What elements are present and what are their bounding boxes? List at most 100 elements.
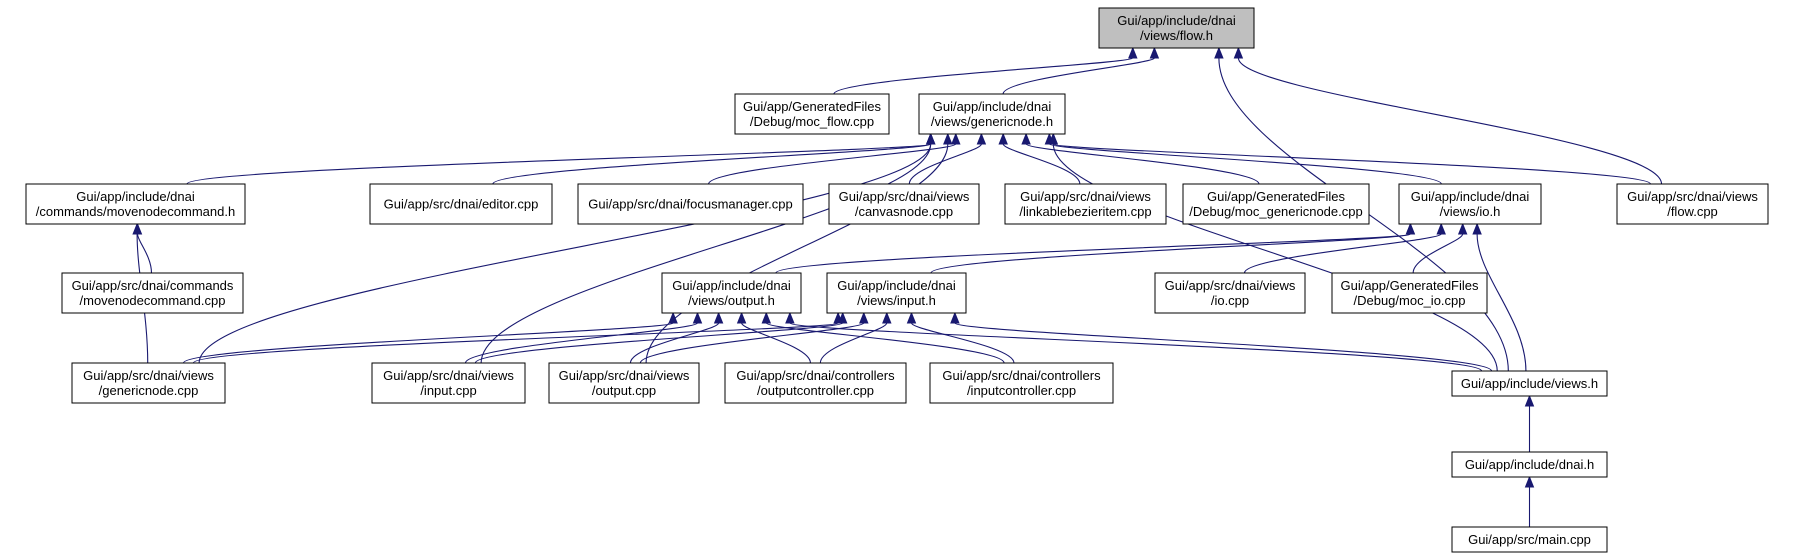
node-movenodecommand-h[interactable]: Gui/app/include/dnai/commands/movenodeco…: [25, 183, 246, 225]
node-editor-cpp[interactable]: Gui/app/src/dnai/editor.cpp: [369, 183, 553, 225]
node-label-line: Gui/app/include/dnai: [837, 278, 956, 293]
node-main-cpp[interactable]: Gui/app/src/main.cpp: [1451, 526, 1608, 553]
edge-main_cpp-to-dnai_h: [1524, 475, 1535, 527]
node-label-line: Gui/app/include/dnai.h: [1465, 457, 1594, 472]
edge-views_h-to-genericnode_h: [1048, 132, 1498, 372]
node-input-h[interactable]: Gui/app/include/dnai/views/input.h: [826, 272, 967, 314]
node-linkablebezieritem-cpp[interactable]: Gui/app/src/dnai/views/linkablebezierite…: [1004, 183, 1167, 225]
edge-line: [1025, 143, 1260, 185]
arrowhead-icon: [906, 311, 917, 324]
arrowhead-icon: [1048, 132, 1059, 145]
node-box: [1398, 183, 1542, 225]
node-box: [1451, 451, 1608, 478]
node-inputcontroller-cpp[interactable]: Gui/app/src/dnai/controllers/inputcontro…: [929, 362, 1114, 404]
edge-line: [833, 57, 1134, 95]
node-dnai-h[interactable]: Gui/app/include/dnai.h: [1451, 451, 1608, 478]
node-label-line: Gui/app/include/dnai: [76, 189, 195, 204]
node-movenodecommand-cpp[interactable]: Gui/app/src/dnai/commands/movenodecomman…: [61, 272, 244, 314]
edge-line: [1243, 233, 1442, 274]
edge-flow_cpp-to-genericnode_h: [1048, 132, 1652, 185]
node-box: [61, 272, 244, 314]
node-label-line: /views/input.h: [857, 293, 936, 308]
edge-io_cpp-to-io_h: [1243, 222, 1446, 274]
node-box: [1004, 183, 1167, 225]
edge-line: [1002, 143, 1081, 185]
edge-views_h-to-input_h: [950, 311, 1493, 372]
edge-line: [954, 322, 1493, 372]
node-label-line: Gui/app/src/dnai/views: [83, 368, 214, 383]
node-flow-h[interactable]: Gui/app/include/dnai/views/flow.h: [1098, 7, 1255, 49]
node-label-line: /genericnode.cpp: [99, 383, 199, 398]
edge-canvasnode_cpp-to-genericnode_h: [908, 132, 987, 185]
node-canvasnode-cpp[interactable]: Gui/app/src/dnai/views/canvasnode.cpp: [828, 183, 980, 225]
node-label-line: Gui/app/src/dnai/focusmanager.cpp: [588, 197, 793, 212]
arrowhead-icon: [1405, 222, 1416, 235]
node-box: [826, 272, 967, 314]
edge-line: [1237, 57, 1663, 185]
node-label-line: Gui/app/src/dnai/controllers: [736, 368, 895, 383]
edge-line: [910, 322, 1015, 364]
edge-line: [708, 143, 957, 185]
edge-linkablebezieritem_cpp-to-genericnode_h: [998, 132, 1081, 185]
arrowhead-icon: [950, 311, 960, 324]
node-box: [828, 183, 980, 225]
edge-line: [464, 322, 699, 364]
node-label-line: Gui/app/src/dnai/commands: [72, 278, 234, 293]
edge-input_cpp-to-output_h: [464, 311, 703, 364]
node-views-h[interactable]: Gui/app/include/views.h: [1451, 370, 1608, 397]
edge-output_cpp-to-input_h: [639, 311, 869, 364]
node-io-cpp[interactable]: Gui/app/src/dnai/views/io.cpp: [1154, 272, 1306, 314]
node-genericnode-cpp[interactable]: Gui/app/src/dnai/views/genericnode.cpp: [71, 362, 226, 404]
arrowhead-icon: [1472, 222, 1482, 235]
edge-line: [1048, 143, 1442, 185]
node-box: [661, 272, 802, 314]
node-label-line: /input.cpp: [420, 383, 476, 398]
node-label-line: Gui/app/GeneratedFiles: [743, 99, 882, 114]
edge-moc_genericnode-to-genericnode_h: [1021, 132, 1260, 185]
node-box: [1451, 370, 1608, 397]
arrowhead-icon: [736, 311, 747, 324]
arrowhead-icon: [1214, 46, 1224, 59]
node-flow-cpp[interactable]: Gui/app/src/dnai/views/flow.cpp: [1616, 183, 1769, 225]
arrowhead-icon: [1021, 132, 1031, 145]
node-label-line: Gui/app/include/dnai: [1117, 13, 1236, 28]
node-output-h[interactable]: Gui/app/include/dnai/views/output.h: [661, 272, 802, 314]
edge-focusmanager_cpp-to-genericnode_h: [708, 132, 961, 185]
edge-genericnode_cpp-to-output_h: [182, 311, 678, 364]
node-label-line: Gui/app/src/dnai/views: [1020, 189, 1151, 204]
arrowhead-icon: [859, 311, 869, 324]
node-box: [1616, 183, 1769, 225]
node-io-h[interactable]: Gui/app/include/dnai/views/io.h: [1398, 183, 1542, 225]
edge-line: [639, 322, 865, 364]
arrowhead-icon: [837, 311, 848, 324]
node-moc-genericnode[interactable]: Gui/app/GeneratedFiles/Debug/moc_generic…: [1182, 183, 1370, 225]
node-box: [724, 362, 907, 404]
edge-line: [741, 322, 812, 364]
node-box: [929, 362, 1114, 404]
edge-views_h-to-output_h: [785, 311, 1483, 372]
node-label-line: Gui/app/src/dnai/views: [383, 368, 514, 383]
node-label-line: /movenodecommand.cpp: [80, 293, 226, 308]
edge-line: [765, 322, 1005, 364]
node-moc-io[interactable]: Gui/app/GeneratedFiles/Debug/moc_io.cpp: [1331, 272, 1488, 314]
node-box: [25, 183, 246, 225]
node-label-line: Gui/app/src/dnai/views: [559, 368, 690, 383]
node-output-cpp[interactable]: Gui/app/src/dnai/views/output.cpp: [548, 362, 700, 404]
node-label-line: Gui/app/include/dnai: [1411, 189, 1530, 204]
node-label-line: /Debug/moc_io.cpp: [1353, 293, 1465, 308]
node-genericnode-h[interactable]: Gui/app/include/dnai/views/genericnode.h: [918, 93, 1066, 135]
edge-line: [930, 233, 1411, 274]
node-outputcontroller-cpp[interactable]: Gui/app/src/dnai/controllers/outputcontr…: [724, 362, 907, 404]
edge-line: [182, 322, 674, 364]
node-focusmanager-cpp[interactable]: Gui/app/src/dnai/focusmanager.cpp: [577, 183, 804, 225]
node-box: [1182, 183, 1370, 225]
edge-output_h-to-io_h: [775, 222, 1416, 274]
node-input-cpp[interactable]: Gui/app/src/dnai/views/input.cpp: [371, 362, 526, 404]
node-moc-flow[interactable]: Gui/app/GeneratedFiles/Debug/moc_flow.cp…: [734, 93, 890, 135]
edge-line: [819, 322, 888, 364]
arrowhead-icon: [1436, 222, 1446, 235]
edge-genericnode_h-to-flow_h: [1002, 46, 1160, 95]
edge-line: [645, 143, 949, 364]
arrowhead-icon: [132, 222, 142, 235]
edge-moc_flow-to-flow_h: [833, 46, 1138, 95]
